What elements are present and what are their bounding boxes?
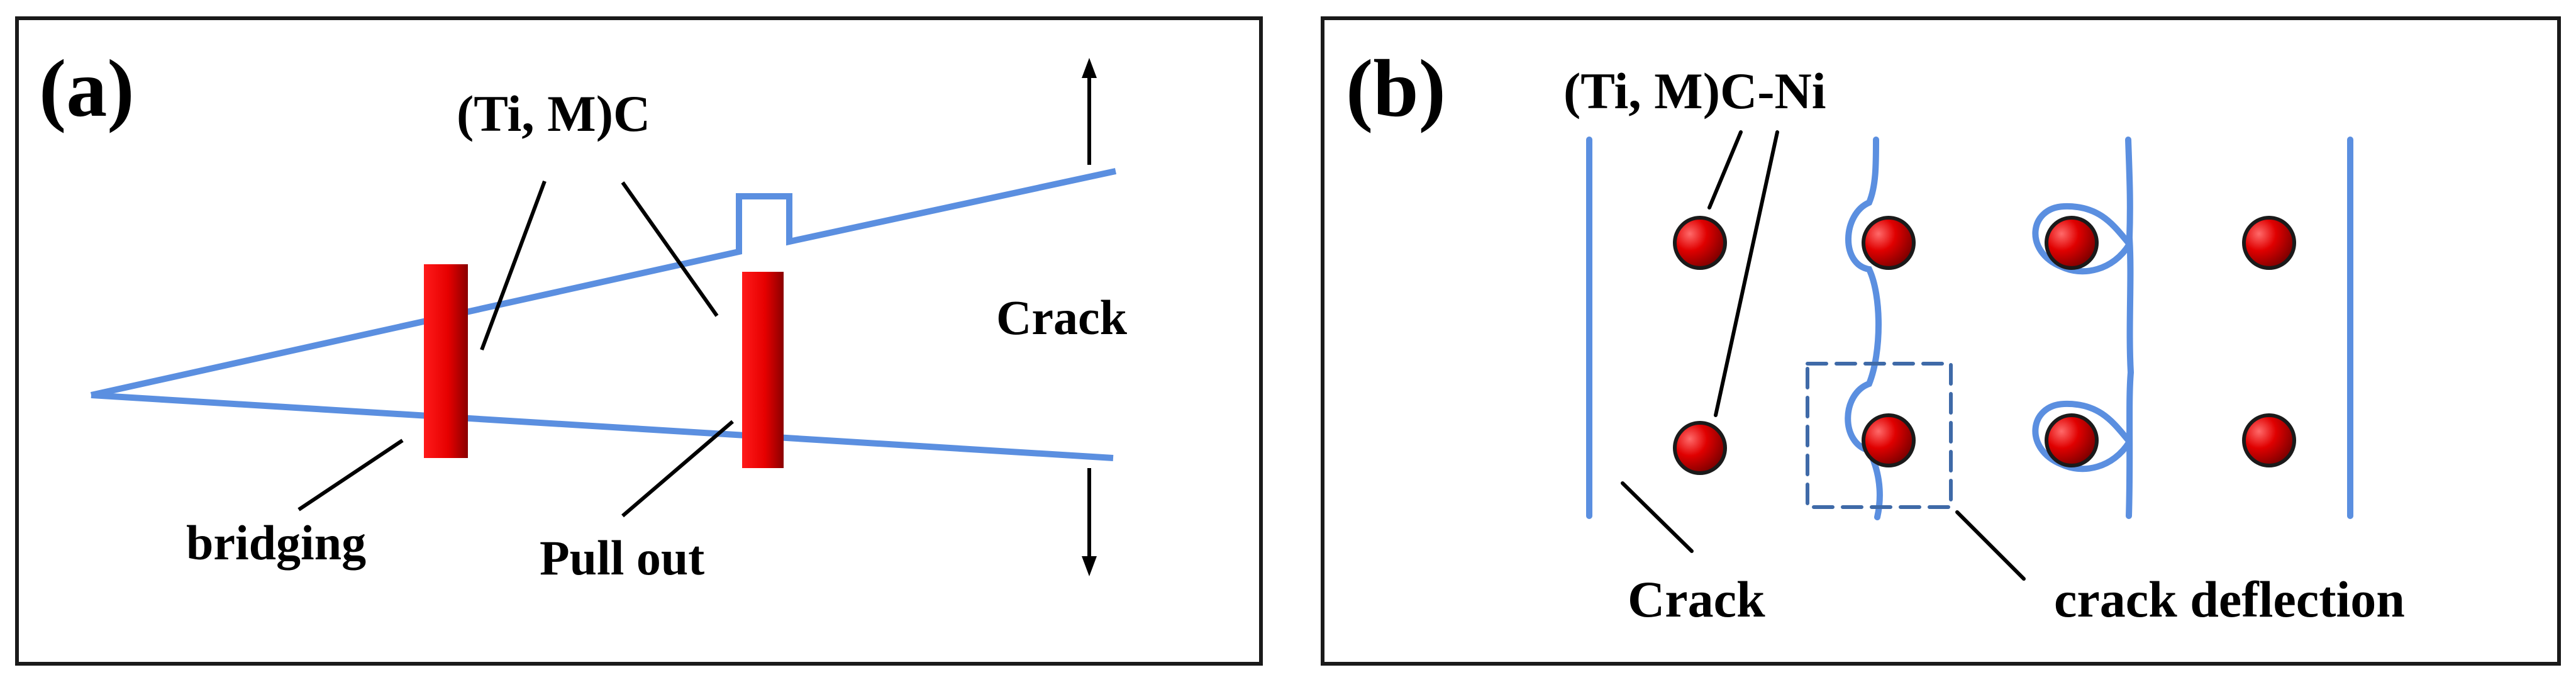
panel-b-label: (b) xyxy=(1346,43,1446,134)
leader-line xyxy=(621,181,719,317)
particle xyxy=(1673,421,1727,475)
bridging-particle xyxy=(424,264,468,458)
pullout-particle xyxy=(742,272,784,468)
leader-line xyxy=(621,420,734,518)
leader-line xyxy=(1714,130,1779,417)
crack-upper-face xyxy=(90,168,1117,398)
crack-deflection-label: crack deflection xyxy=(2054,571,2405,628)
particle xyxy=(1673,216,1727,270)
particle-label: (Ti, M)C xyxy=(457,85,651,142)
bridging-label: bridging xyxy=(186,515,367,570)
loop-crack-path xyxy=(2125,137,2135,519)
crack-loop xyxy=(2032,400,2133,472)
panel-b-drawing xyxy=(1586,130,2353,581)
particle xyxy=(2242,413,2296,467)
panel-a-drawing xyxy=(90,58,1117,576)
leader-line xyxy=(480,180,547,351)
deflection-highlight-box xyxy=(1806,362,1953,509)
arrowhead xyxy=(1082,556,1097,576)
leader-line xyxy=(1621,481,1694,553)
particle xyxy=(2045,413,2099,467)
particle xyxy=(2242,216,2296,270)
crack-lower-face xyxy=(91,392,1114,461)
particle xyxy=(2045,216,2099,270)
panel-a-label: (a) xyxy=(39,43,135,134)
panel-b xyxy=(1321,16,2561,666)
arrowhead xyxy=(1082,58,1097,78)
panel-a xyxy=(15,16,1263,666)
crack-loop xyxy=(2032,203,2133,275)
crack-label: Crack xyxy=(996,290,1127,345)
leader-line xyxy=(1955,510,2026,581)
particle-label: (Ti, M)C-Ni xyxy=(1563,62,1826,120)
crack-label: Crack xyxy=(1628,571,1765,628)
pullout-label: Pull out xyxy=(540,530,705,585)
particle xyxy=(1862,216,1916,270)
leader-line xyxy=(297,439,404,512)
leader-line xyxy=(1707,130,1743,210)
particle xyxy=(1862,413,1916,467)
